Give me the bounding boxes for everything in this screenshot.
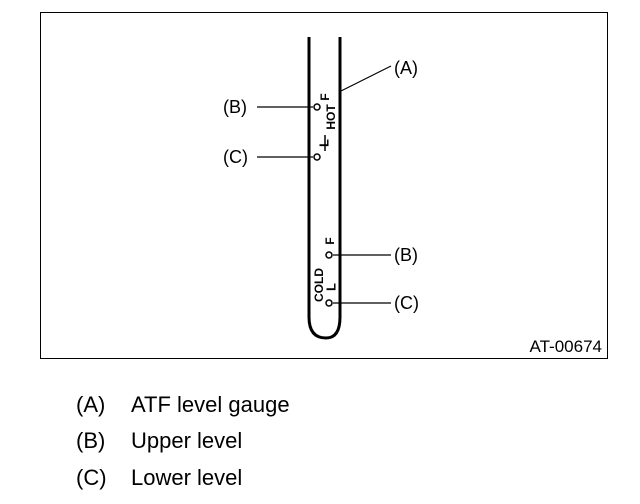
legend-item-b: (B) Upper level <box>0 426 640 456</box>
hot-text-label: HOT <box>324 104 338 130</box>
callout-a-leader <box>340 65 392 92</box>
callout-a: (A) <box>394 58 418 78</box>
hot-upper-mark <box>313 103 321 111</box>
hot-f-label: F <box>318 93 332 100</box>
callout-c-cold: (C) <box>394 293 419 313</box>
hot-lower-mark <box>313 153 321 161</box>
cold-lower-mark <box>325 299 333 307</box>
legend-key: (A) <box>76 392 106 417</box>
callout-b-hot: (B) <box>223 97 247 117</box>
callout-b-cold: (B) <box>394 245 418 265</box>
cold-text-label: COLD <box>312 268 326 302</box>
cold-upper-mark <box>325 251 333 259</box>
legend-text: ATF level gauge <box>131 392 290 417</box>
callout-c-hot: (C) <box>223 147 248 167</box>
legend-key: (C) <box>76 465 107 490</box>
level-gauge-diagram: F L HOT F COLD L (A) (B) (C) (B) (C) AT-… <box>223 37 602 356</box>
legend-key: (B) <box>76 428 106 453</box>
cold-f-label: F <box>323 237 337 244</box>
cold-l-label: L <box>324 283 339 291</box>
figure-id: AT-00674 <box>530 337 602 356</box>
legend-text: Lower level <box>131 465 243 490</box>
legend-item-c: (C) Lower level <box>0 463 640 493</box>
legend-text: Upper level <box>131 428 243 453</box>
figure-frame: F L HOT F COLD L (A) (B) (C) (B) (C) AT-… <box>40 12 608 359</box>
legend-item-a: (A) ATF level gauge <box>0 390 640 420</box>
dipstick-outline <box>307 37 342 340</box>
hot-l-label: L <box>317 139 332 147</box>
